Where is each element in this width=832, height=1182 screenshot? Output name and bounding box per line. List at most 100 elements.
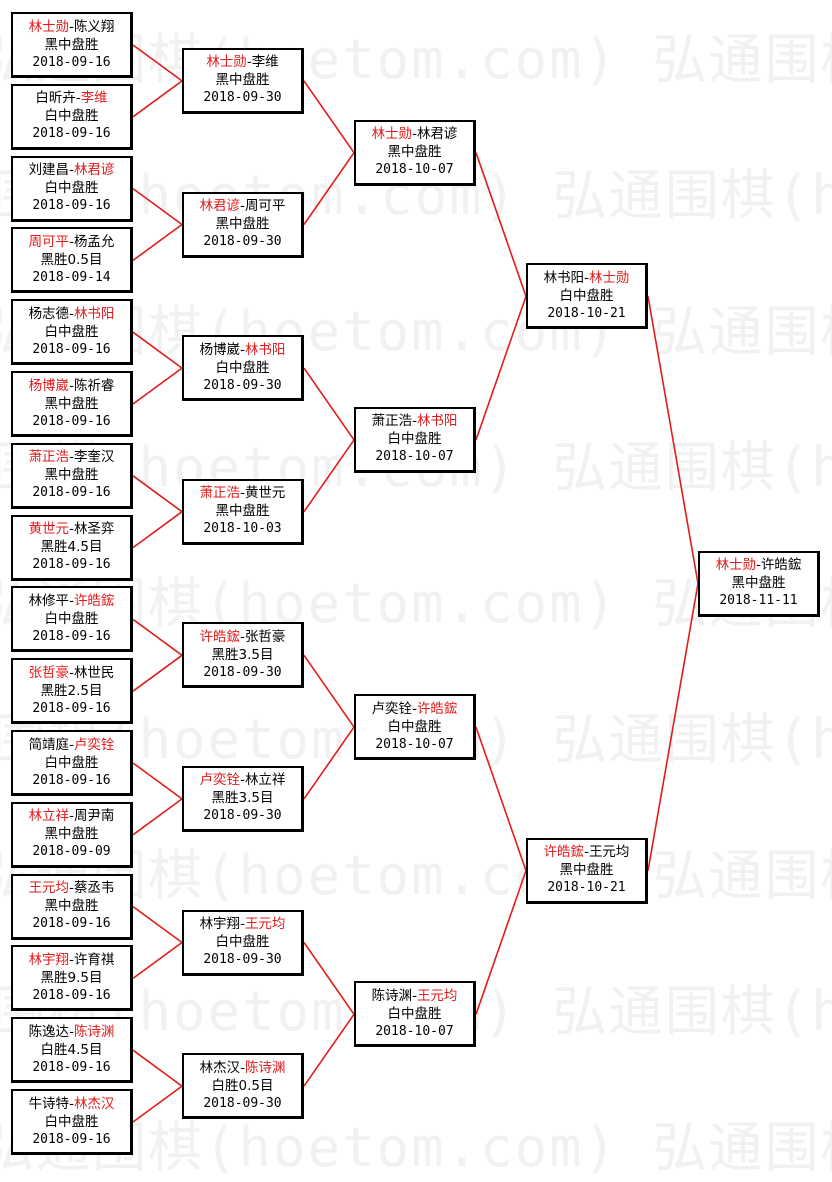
black-player: 牛诗特 xyxy=(28,1095,70,1112)
match-players: 林宇翔-许育祺 xyxy=(29,951,115,969)
players-separator: - xyxy=(69,664,74,681)
players-separator: - xyxy=(69,162,74,179)
match-players: 林立祥-周尹南 xyxy=(29,807,115,825)
match-date: 2018-09-16 xyxy=(32,54,111,70)
match-players: 林士勋-林君谚 xyxy=(372,125,458,143)
match-result: 黑胜0.5目 xyxy=(40,251,103,268)
white-player: 王元均 xyxy=(244,916,286,932)
white-player: 许育祺 xyxy=(73,951,115,968)
players-separator: - xyxy=(240,1059,245,1076)
match-date: 2018-09-30 xyxy=(203,664,282,680)
bracket-connector xyxy=(475,152,527,297)
white-player: 陈诗渊 xyxy=(244,1059,286,1076)
bracket-connector xyxy=(132,1049,183,1087)
players-separator: - xyxy=(412,126,417,143)
match-result: 白胜4.5目 xyxy=(40,1041,103,1058)
bracket-connector xyxy=(303,726,355,800)
match-players: 卢奕铨-许皓鋐 xyxy=(372,700,458,718)
match-result: 黑胜9.5目 xyxy=(40,969,103,986)
match-result: 白中盘胜 xyxy=(44,180,99,197)
match-date: 2018-10-21 xyxy=(547,880,626,896)
white-player: 林书阳 xyxy=(244,341,286,358)
match-players: 陈诗渊-王元均 xyxy=(372,987,458,1005)
match-players: 杨博崴-林书阳 xyxy=(200,341,286,359)
players-separator: - xyxy=(240,341,245,358)
players-separator: - xyxy=(412,987,417,1004)
players-separator: - xyxy=(412,700,417,717)
players-separator: - xyxy=(69,880,74,897)
match-date: 2018-09-16 xyxy=(32,126,111,142)
match-result: 黑胜2.5目 xyxy=(40,682,103,699)
white-player: 林君谚 xyxy=(416,126,458,143)
match-date: 2018-09-16 xyxy=(32,1059,111,1075)
players-separator: - xyxy=(240,628,245,645)
players-separator: - xyxy=(69,377,74,394)
white-player: 黄世元 xyxy=(244,485,286,502)
match-date: 2018-09-30 xyxy=(203,234,282,249)
match-result: 白中盘胜 xyxy=(44,108,99,125)
black-player: 许皓鋐 xyxy=(543,844,585,861)
white-player: 林世民 xyxy=(73,664,115,681)
white-player: 陈诗渊 xyxy=(73,1023,115,1040)
match-players: 萧正浩-林书阳 xyxy=(372,412,458,430)
black-player: 卢奕铨 xyxy=(371,700,413,717)
match-date: 2018-09-16 xyxy=(32,1131,111,1147)
match-result: 黑胜4.5目 xyxy=(40,539,103,556)
bracket-connector xyxy=(132,511,183,549)
white-player: 周可平 xyxy=(244,198,286,214)
match-date: 2018-09-16 xyxy=(32,628,111,644)
match-result: 黑中盘胜 xyxy=(44,898,99,915)
players-separator: - xyxy=(246,54,252,71)
match-players: 周可平-杨孟允 xyxy=(29,233,115,251)
match-result: 黑胜3.5目 xyxy=(211,790,274,807)
players-separator: - xyxy=(69,18,74,35)
players-separator: - xyxy=(69,305,74,322)
match-date: 2018-09-30 xyxy=(203,808,282,824)
match-result: 黑中盘胜 xyxy=(215,72,270,89)
match-date: 2018-09-30 xyxy=(203,90,282,106)
match-result: 黑胜3.5目 xyxy=(211,646,274,663)
black-player: 林宇翔 xyxy=(199,916,241,932)
white-player: 李奎汉 xyxy=(73,449,115,466)
match-players: 林修平-许皓鋐 xyxy=(29,592,115,610)
bracket-connector xyxy=(132,1085,183,1123)
black-player: 许皓鋐 xyxy=(199,628,241,645)
match-players: 林士勋-李维 xyxy=(206,53,278,71)
black-player: 林立祥 xyxy=(28,808,70,825)
bracket-connector xyxy=(475,870,527,1015)
white-player: 林书阳 xyxy=(416,413,458,430)
match-date: 2018-09-16 xyxy=(32,916,111,932)
match-result: 白中盘胜 xyxy=(387,718,442,735)
match-date: 2018-09-16 xyxy=(32,700,111,716)
players-separator: - xyxy=(69,233,74,250)
black-player: 杨博崴 xyxy=(28,377,70,394)
white-player: 许皓鋐 xyxy=(416,700,458,717)
match-date: 2018-09-16 xyxy=(32,485,111,501)
white-player: 林士勋 xyxy=(588,269,630,286)
match-date: 2018-09-16 xyxy=(32,413,111,429)
match-date: 2018-10-21 xyxy=(547,305,626,321)
players-separator: - xyxy=(75,90,81,107)
match-date: 2018-09-16 xyxy=(32,987,111,1003)
bracket-connector xyxy=(132,905,183,944)
bracket-connector xyxy=(132,187,183,226)
white-player: 李维 xyxy=(251,54,279,71)
bracket-connector xyxy=(475,726,527,871)
players-separator: - xyxy=(69,951,74,968)
match-players: 萧正浩-李奎汉 xyxy=(29,448,115,466)
bracket-connector xyxy=(132,223,183,262)
match-date: 2018-10-07 xyxy=(375,736,454,752)
black-player: 卢奕铨 xyxy=(199,772,241,789)
bracket-connector xyxy=(303,80,355,154)
